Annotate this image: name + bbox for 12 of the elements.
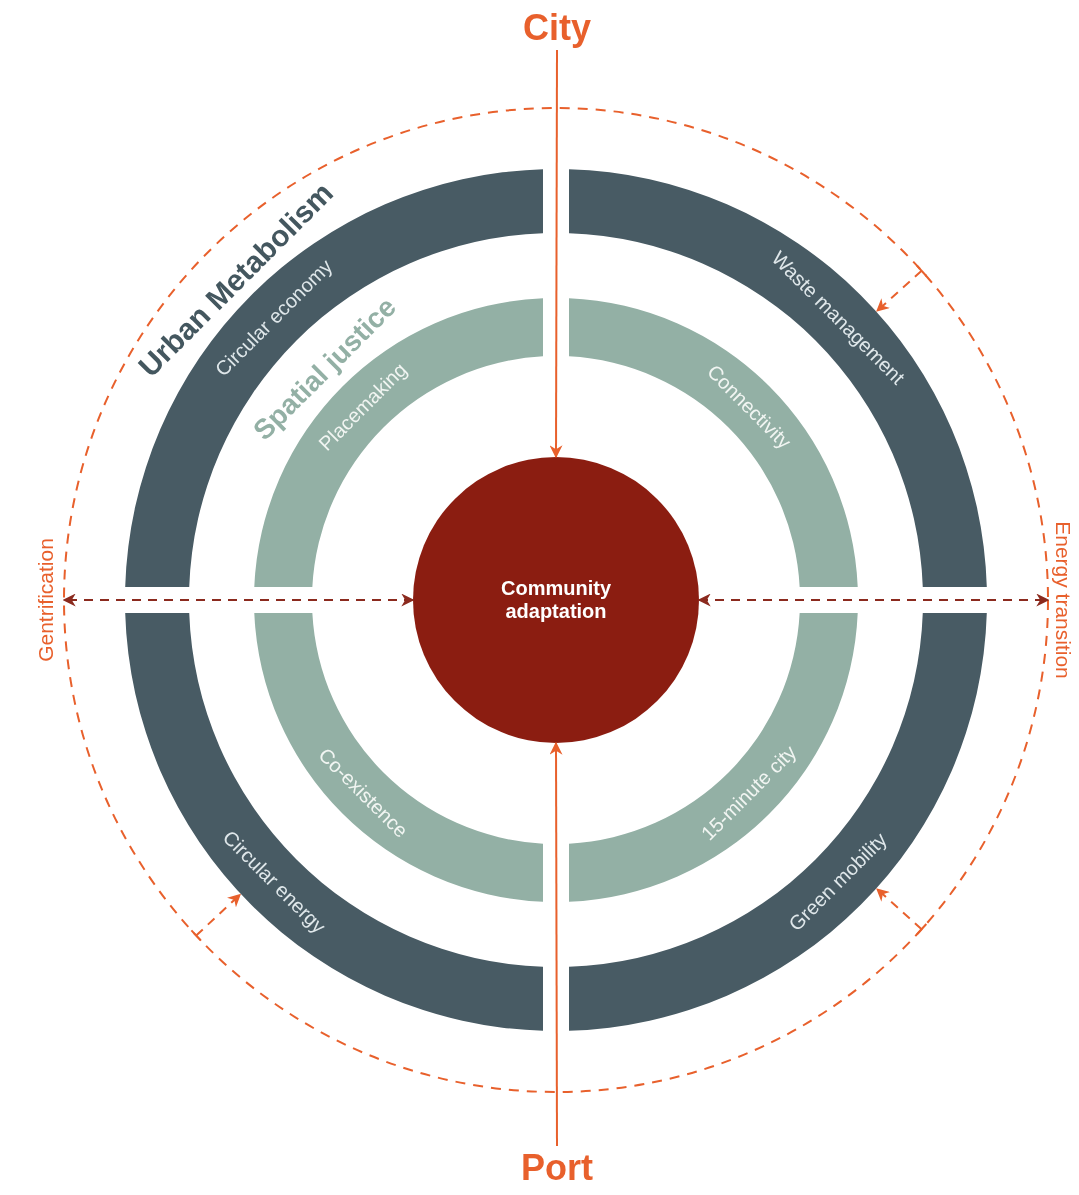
arrow bbox=[62, 593, 415, 607]
endpoint-label: Port bbox=[497, 1146, 617, 1190]
ring-label: Gentrification bbox=[33, 538, 58, 662]
arrow bbox=[876, 888, 923, 931]
arrow bbox=[697, 593, 1050, 607]
arrow bbox=[549, 741, 563, 1147]
ring-label: Energy transition bbox=[1051, 521, 1076, 679]
arrow bbox=[549, 49, 563, 459]
arrow bbox=[876, 269, 923, 312]
arrow bbox=[195, 893, 242, 937]
circle-label: Community adaptation bbox=[500, 577, 612, 623]
endpoint-label: City bbox=[497, 6, 617, 50]
